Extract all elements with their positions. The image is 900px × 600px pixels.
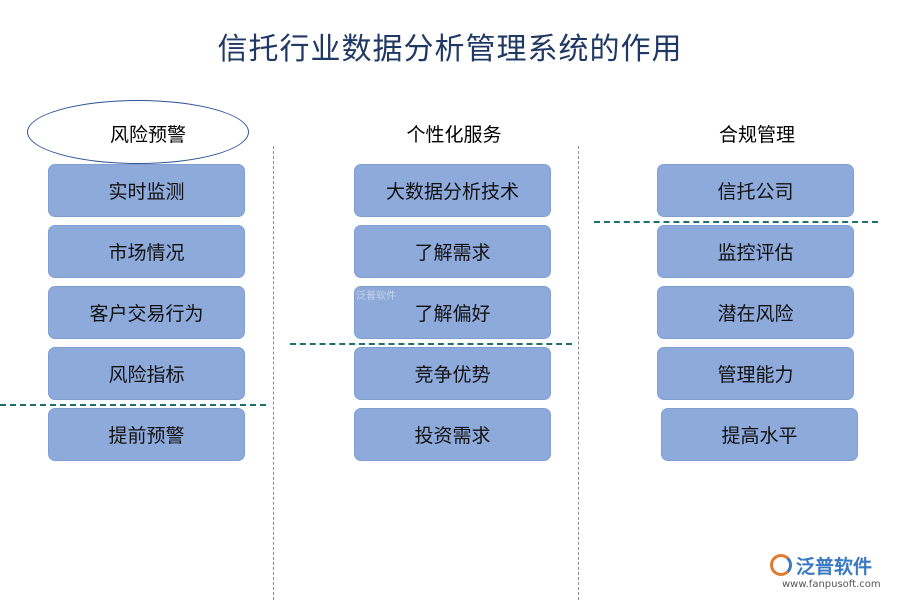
heading-highlight-ellipse xyxy=(27,100,249,164)
col2-item-5: 投资需求 xyxy=(354,408,551,461)
dashed-divider-right xyxy=(594,221,878,223)
col1-item-3: 客户交易行为 xyxy=(48,286,245,339)
brand-logo: 泛普软件 www.fanpusoft.com xyxy=(770,552,895,596)
dashed-divider-middle xyxy=(290,343,572,345)
diagram-title: 信托行业数据分析管理系统的作用 xyxy=(217,32,683,67)
col3-item-4: 管理能力 xyxy=(657,347,854,400)
column-separator-2 xyxy=(578,146,579,600)
brand-url: www.fanpusoft.com xyxy=(782,579,881,590)
column-heading-personalized-service: 个性化服务 xyxy=(406,124,502,146)
col1-item-2: 市场情况 xyxy=(48,225,245,278)
brand-logo-icon xyxy=(770,554,792,576)
dashed-divider-left xyxy=(0,404,266,406)
col1-item-1: 实时监测 xyxy=(48,164,245,217)
col2-item-3: 了解偏好 xyxy=(354,286,551,339)
col2-item-4: 竞争优势 xyxy=(354,347,551,400)
column-separator-1 xyxy=(273,146,274,600)
col3-item-3: 潜在风险 xyxy=(657,286,854,339)
brand-logo-text: 泛普软件 xyxy=(796,556,873,578)
col1-item-4: 风险指标 xyxy=(48,347,245,400)
col2-item-2: 了解需求 xyxy=(354,225,551,278)
center-watermark: 泛普软件 xyxy=(356,291,396,302)
column-heading-risk-warning: 风险预警 xyxy=(109,124,186,146)
col3-item-1: 信托公司 xyxy=(657,164,854,217)
col2-item-1: 大数据分析技术 xyxy=(354,164,551,217)
col3-item-2: 监控评估 xyxy=(657,225,854,278)
col1-item-5: 提前预警 xyxy=(48,408,245,461)
col3-item-5: 提高水平 xyxy=(661,408,858,461)
column-heading-compliance: 合规管理 xyxy=(718,124,795,146)
